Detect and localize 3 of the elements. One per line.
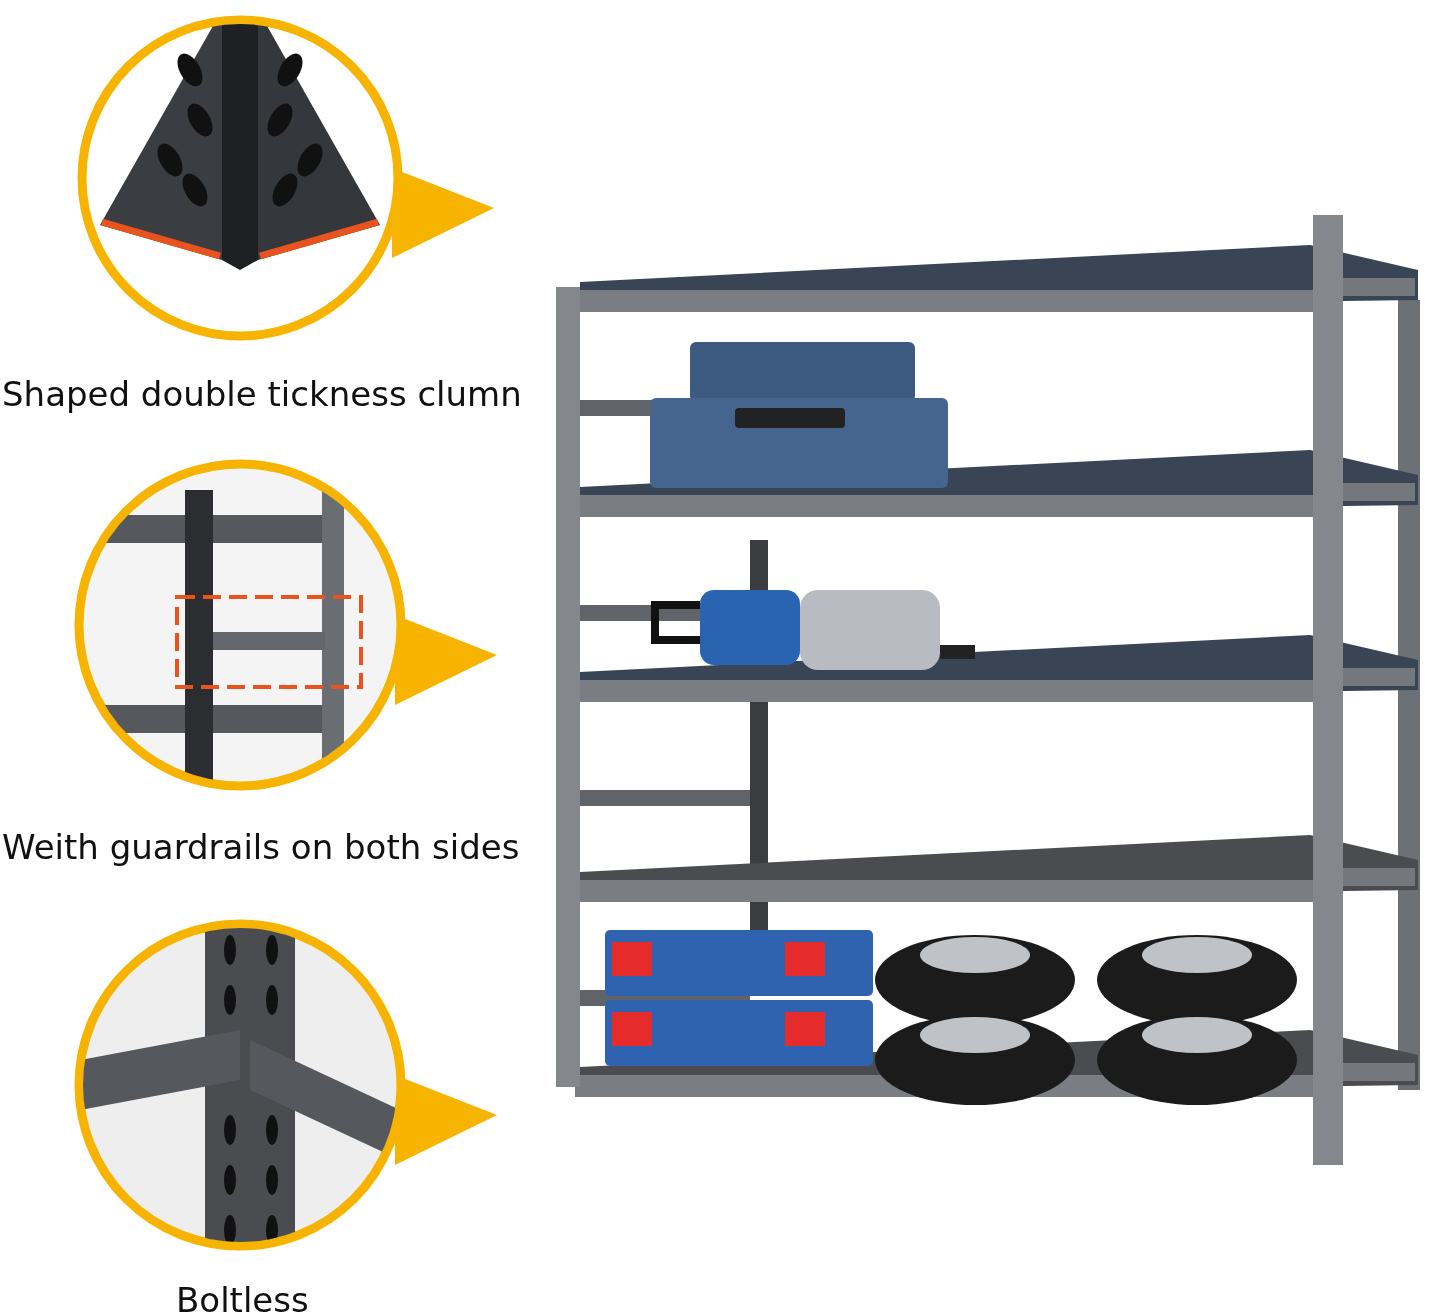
feature-caption: Weith guardrails on both sides [2,826,520,869]
feature-caption: Boltless [176,1279,309,1316]
feature-caption: Shaped double tickness clumn [2,373,522,416]
